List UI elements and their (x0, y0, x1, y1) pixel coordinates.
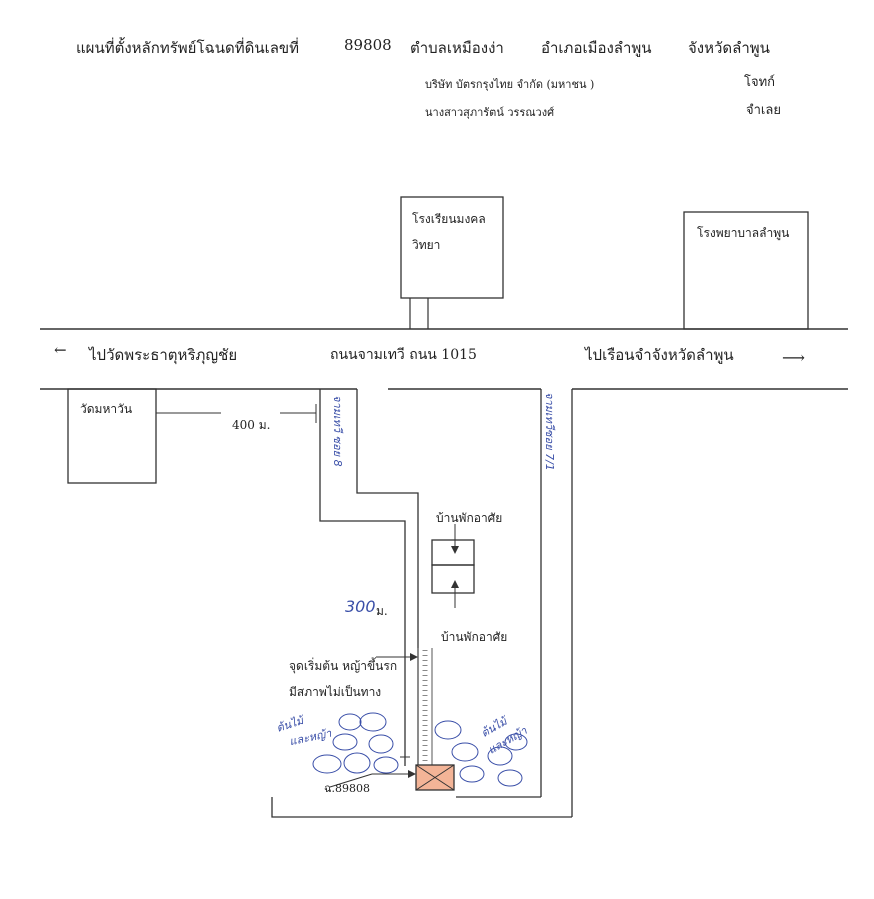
district: อำเภอเมืองลำพูน (541, 39, 652, 57)
province: จังหวัดลำพูน (688, 39, 770, 57)
soi8-inner-edge (356, 389, 419, 766)
bottom-road-bottom-edge (271, 797, 572, 818)
school-label-line2: วิทยา (412, 238, 441, 252)
tree-cluster-icon (312, 712, 528, 787)
deed-number: 89808 (344, 36, 392, 54)
house-top (431, 539, 475, 566)
arrow-left-icon: ← (54, 341, 67, 359)
soi8-label: จามเทวี ซอย 8 (331, 395, 344, 467)
temple-label: วัดมหาวัน (80, 402, 133, 416)
lane-distance-unit: ม. (376, 604, 388, 618)
start-point-line1: จุดเริ่มต้น หญ้าขึ้นรก (289, 659, 398, 673)
school-label-line1: โรงเรียนมงคล (412, 212, 486, 226)
arrow-right-icon: ⟶ (782, 348, 805, 367)
house-bottom-label: บ้านพักอาศัย (441, 630, 508, 644)
defendant-name: นางสาวสุภารัตน์ วรรณวงศ์ (425, 106, 555, 119)
parcel-label-leader (329, 773, 373, 788)
plaintiff-name: บริษัท บัตรกรุงไทย จำกัด (มหาชน ) (425, 78, 595, 91)
temple-building (67, 388, 157, 484)
house-top-label: บ้านพักอาศัย (436, 511, 503, 525)
to-right-label: ไปเรือนจำจังหวัดลำพูน (585, 346, 734, 364)
road-name: ถนนจามเทวี ถนน 1015 (330, 347, 477, 363)
parcel-label: ฉ.89808 (324, 782, 370, 795)
plaintiff-role: โจทก์ (744, 75, 776, 90)
defendant-role: จำเลย (746, 103, 781, 118)
map-title: แผนที่ตั้งหลักทรัพย์โฉนดที่ดินเลขที่ (76, 39, 300, 57)
to-left-label: ไปวัดพระธาตุหริภุญชัย (89, 346, 238, 364)
lane-distance-number: 300 (345, 597, 376, 616)
subdistrict: ตำบลเหมืองง่า (410, 39, 504, 57)
hospital-building (683, 211, 809, 330)
parcel-cross-b (415, 764, 455, 791)
soi8-outer-edge (319, 389, 406, 766)
start-point-line2: มีสภาพไม่เป็นทาง (289, 685, 382, 699)
start-point-arrow-head (410, 653, 418, 661)
temple-distance-label: 400 ม. (232, 418, 271, 432)
house-top-arrow-head (451, 546, 459, 554)
house-bottom-arrow-head (451, 580, 459, 588)
parcel-arrow-head (408, 770, 416, 778)
house-bottom (431, 564, 475, 594)
soi71-label: จามเทวีซอย 7/1 (543, 392, 556, 471)
hospital-label: โรงพยาบาลลำพูน (697, 226, 790, 240)
parcel-box (415, 764, 455, 791)
school-building (400, 196, 504, 299)
